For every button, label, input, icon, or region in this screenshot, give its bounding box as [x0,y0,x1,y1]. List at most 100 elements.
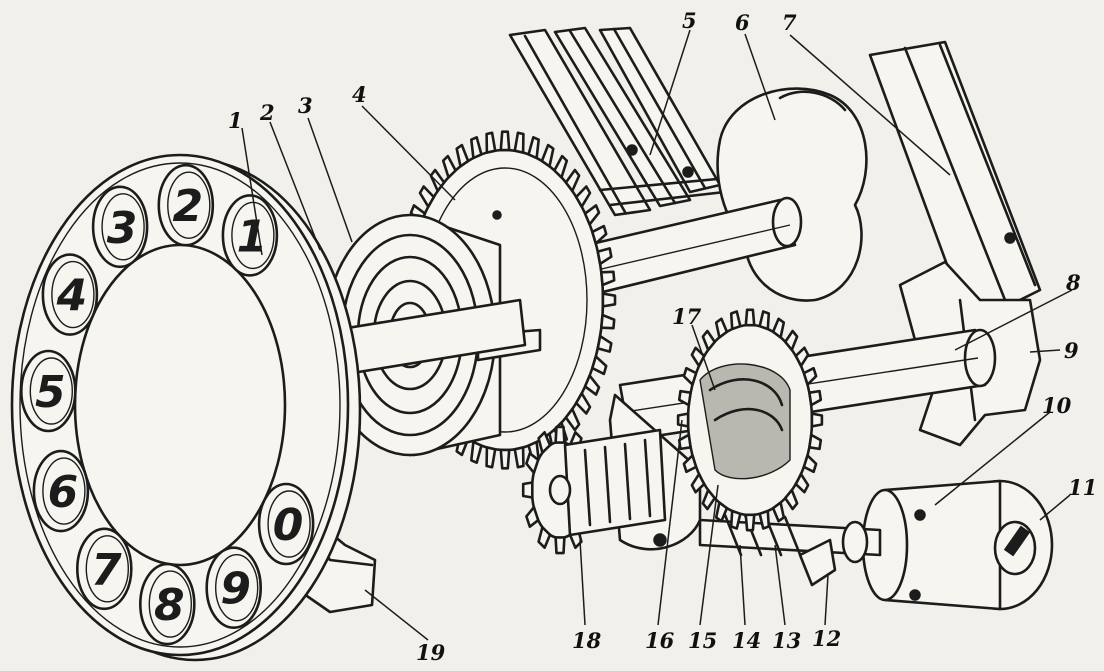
callout-4: 4 [352,82,367,107]
medium-gear-tooth [802,366,818,386]
pinion-tooth [554,425,566,444]
worm-shaft [698,513,882,587]
medium-gear-tooth [677,389,692,407]
large-gear-tooth [564,407,581,432]
callout-5: 5 [682,8,697,33]
dial-digit: 7 [91,545,122,596]
medium-gear-tooth [808,433,823,451]
callout-6: 6 [735,10,750,35]
pinion-tooth [521,481,534,499]
medium-gear-tooth [682,366,698,386]
medium-gear-tooth [808,389,823,407]
medium-gear-tooth [690,472,706,494]
callout-12: 12 [812,626,842,651]
medium-gear-tooth [682,454,698,474]
large-gear-tooth [599,313,616,330]
governor [861,479,1054,611]
medium-gear-tooth [729,310,742,331]
medium-gear-tooth [758,310,771,331]
callout-14: 14 [732,628,762,653]
medium-gear-tooth [677,433,692,451]
callout-17: 17 [672,304,702,329]
callout-8: 8 [1066,270,1081,295]
large-gear-tooth [596,247,613,266]
large-gear-tooth [485,446,497,469]
leader-lines [241,29,1073,641]
medium-gear-tooth [744,308,756,327]
medium-gear-tooth [794,472,810,494]
medium-gear-tooth [690,346,706,368]
large-gear-tooth [441,154,457,179]
medium-gear-tooth [810,412,824,428]
large-gear-tooth [583,374,601,396]
pinion-tooth [537,430,552,455]
dial-digit: 4 [56,271,88,322]
dial-digit: 0 [273,500,304,551]
callout-1: 1 [228,108,243,133]
pinion-tooth [525,451,540,475]
large-gear-tooth [590,224,608,245]
large-gear-tooth [596,334,613,353]
medium-gear-tooth [771,501,786,523]
medium-gear-tooth [744,513,756,532]
pinion-tooth [525,505,540,529]
medium-gear-tooth [783,488,799,511]
callout-16: 16 [645,628,675,653]
large-gear-tooth [553,154,569,179]
medium-gear-tooth [758,509,771,530]
large-gear-tooth [564,168,581,193]
callout-2: 2 [260,100,275,125]
large-gear-tooth [499,448,511,470]
large-gear-tooth [469,440,483,465]
large-gear-tooth [418,185,436,208]
large-gear-tooth [574,391,592,415]
dial-digit: 6 [48,467,79,518]
large-gear-tooth [540,143,555,168]
large-gear-tooth [499,130,511,152]
large-gear-tooth [599,270,616,287]
callout-13: 13 [772,628,802,653]
medium-gear-tooth [783,329,799,352]
large-gear-tooth [590,355,608,376]
callout-11: 11 [1068,475,1098,500]
callout-3: 3 [298,93,313,118]
callout-18: 18 [572,628,602,653]
cam [716,87,868,302]
large-gear-tooth [513,446,525,469]
medium-gear-tooth [802,454,818,474]
callout-10: 10 [1042,393,1072,418]
medium-gear-tooth [701,329,717,352]
callout-9: 9 [1064,338,1079,363]
medium-gear-tooth [729,509,742,530]
dial-digit: 3 [107,203,138,254]
medium-gear-tooth [676,412,690,428]
dial-digit: 2 [172,181,203,232]
large-gear-tooth [513,131,525,154]
large-gear-tooth [601,292,617,308]
large-gear-tooth [469,136,483,160]
medium-gear-tooth [794,346,810,368]
medium-gear-tooth [714,317,729,339]
medium-gear-tooth [701,488,717,511]
large-gear-tooth [455,143,470,168]
large-gear-tooth [583,204,601,226]
pinion-tooth [537,525,552,550]
pinion [521,425,667,555]
right-bracket [868,40,1042,312]
large-gear-tooth [527,136,541,160]
dial-digit: 9 [220,564,251,615]
callout-15: 15 [688,628,718,653]
dial-digit: 5 [35,367,66,418]
medium-gear-tooth [714,501,729,523]
callout-7: 7 [782,10,797,35]
large-gear-tooth [574,185,592,208]
large-gear-tooth [485,131,497,154]
pinion-tooth [554,536,566,555]
dial-digit: 8 [154,580,185,631]
guide-rails [508,26,842,217]
medium-gear [676,308,824,532]
medium-gear-tooth [771,317,786,339]
